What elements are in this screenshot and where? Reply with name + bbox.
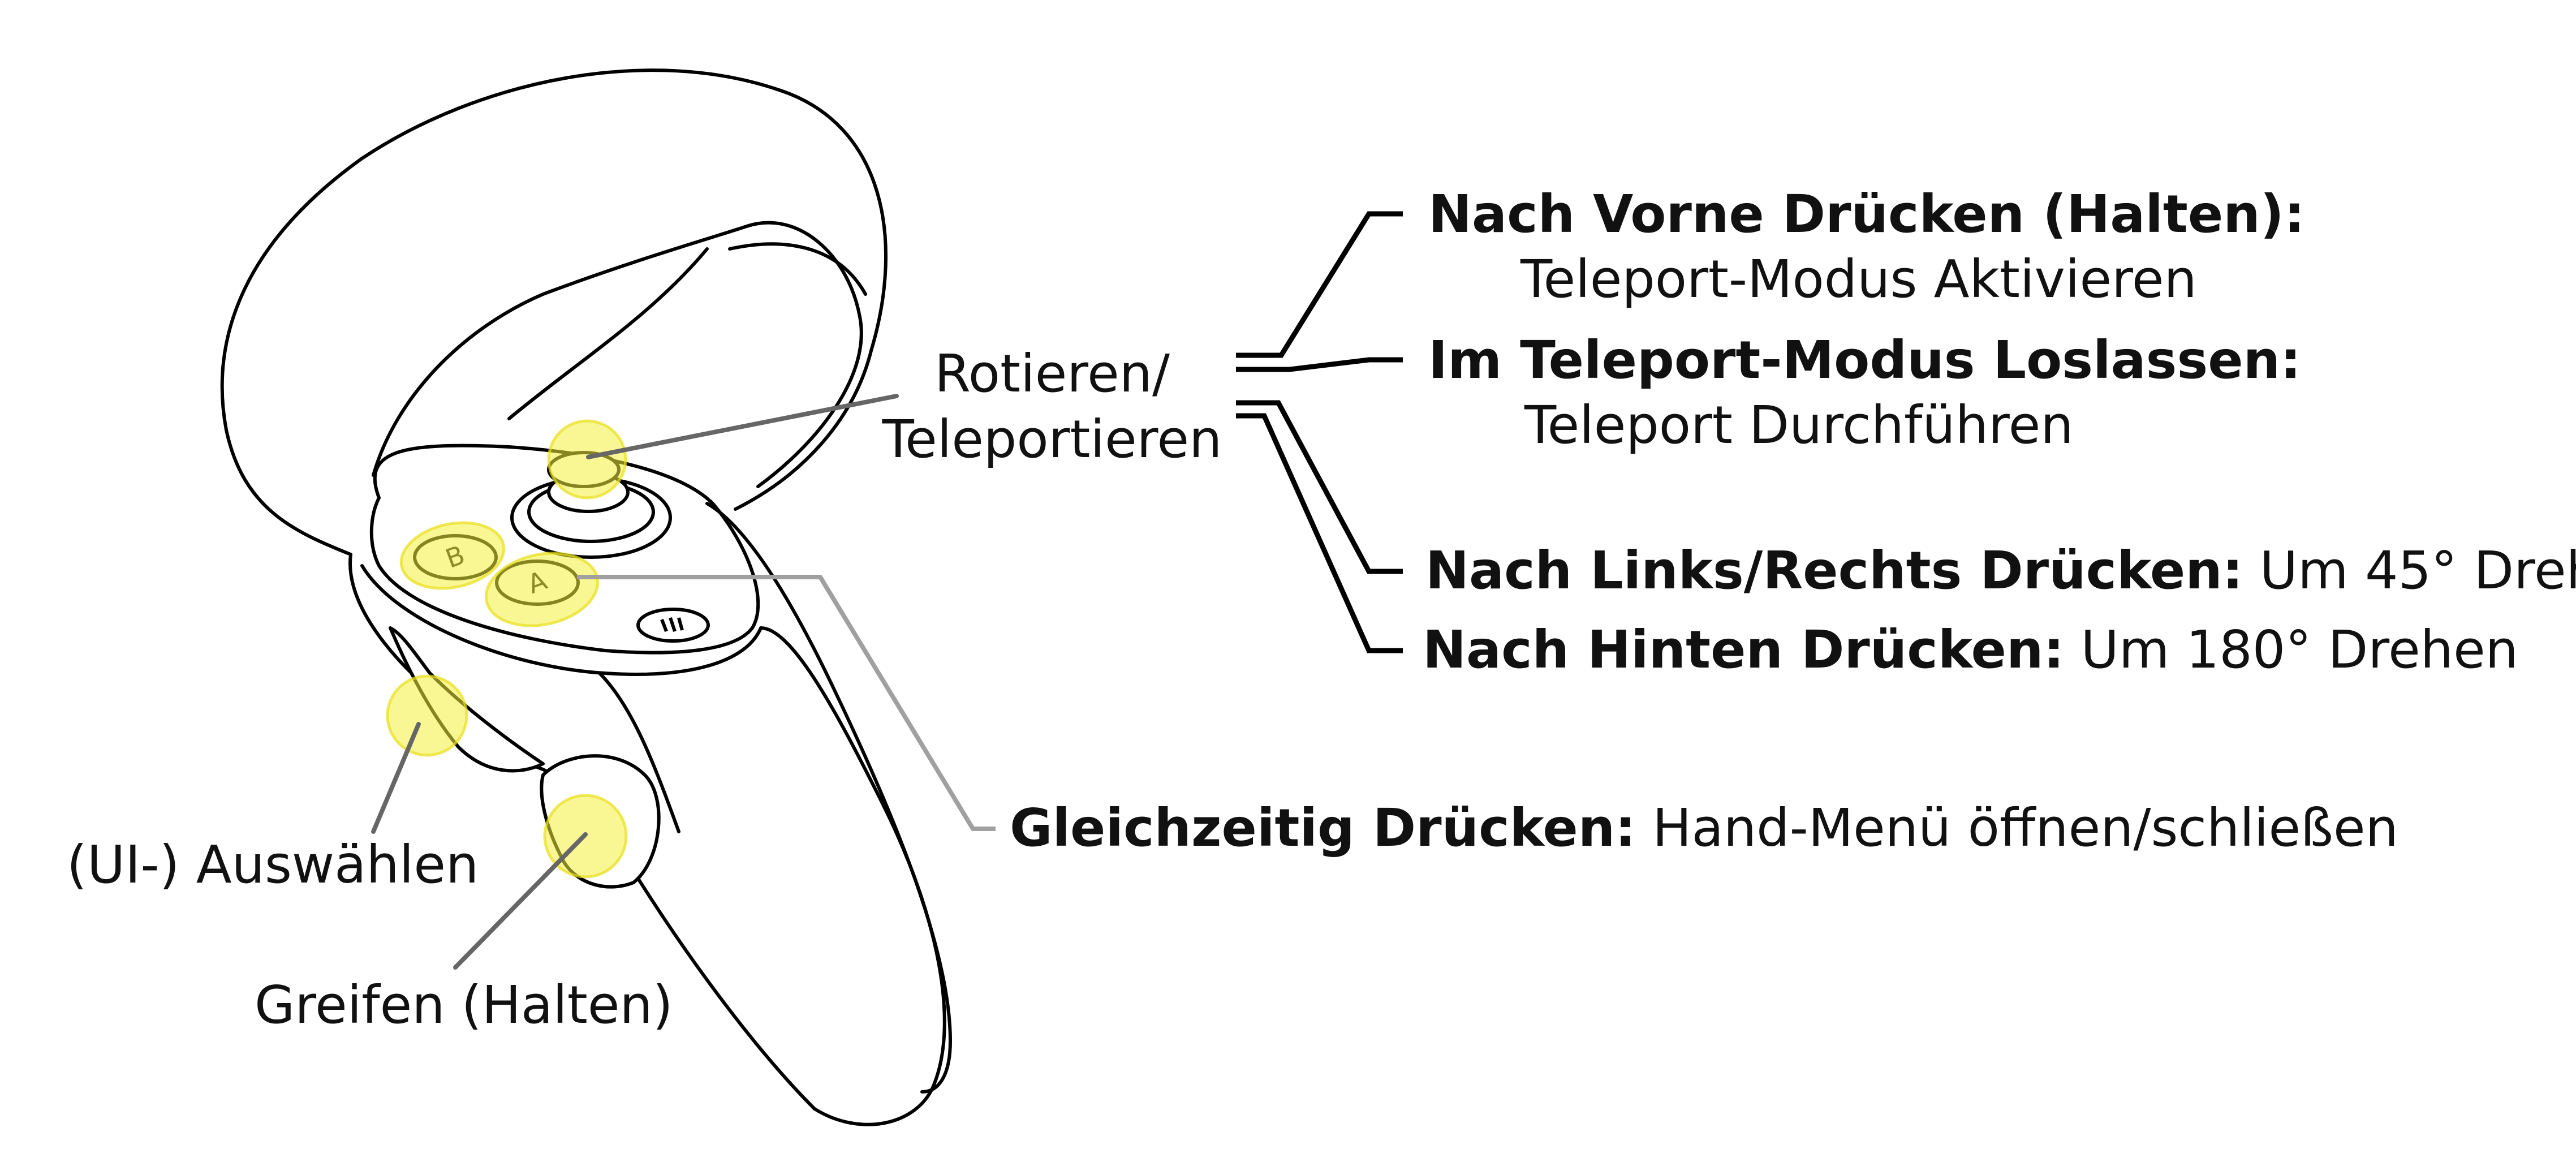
forward-sublabel: Teleport-Modus Aktivieren [1520,249,2197,309]
forward-label: Nach Vorne Drücken (Halten): [1428,184,2305,244]
direction-bracket [1236,211,1403,653]
highlights [386,419,628,879]
back-label-bold: Nach Hinten Drücken: [1423,619,2064,680]
menu-button-icon [660,617,684,632]
buttons-label-bold: Gleichzeitig Drücken: [1010,798,1636,858]
leftright-label-bold: Nach Links/Rechts Drücken: [1425,540,2243,601]
leftright-label: Nach Links/Rechts Drücken: Um 45° Drehen [1425,540,2576,601]
stick-label-line1: Rotieren/ [934,343,1170,404]
trigger-highlight [386,674,468,757]
release-label: Im Teleport-Modus Loslassen: [1428,330,2301,390]
bracket-release [1236,357,1403,372]
bracket-back [1236,413,1403,653]
tracking-ring-edge-2 [507,247,709,420]
stick-label-line2: Teleportieren [882,409,1222,470]
back-label: Nach Hinten Drücken: Um 180° Drehen [1423,619,2518,680]
handle-seam [598,672,680,833]
grip-label: Greifen (Halten) [255,975,673,1035]
stick-leader [586,394,899,459]
tracking-ring-inner [372,221,863,488]
face-plate-inner [360,564,763,676]
back-label-normal: Um 180° Drehen [2064,619,2518,680]
trigger-leader [371,722,421,834]
buttons-leader [577,575,996,831]
tracking-ring-outer [220,68,888,556]
handle-edge [705,502,952,1094]
release-sublabel: Teleport Durchführen [1524,395,2074,455]
bracket-forward [1236,211,1403,358]
trigger-label: (UI-) Auswählen [67,834,479,895]
bracket-leftright [1236,400,1403,574]
buttons-label: Gleichzeitig Drücken: Hand-Menü öffnen/s… [1010,798,2398,858]
buttons-label-normal: Hand-Menü öffnen/schließen [1636,798,2398,858]
thumbstick-highlight [547,419,627,500]
b-button-highlight [399,521,506,590]
grip-leader [453,832,588,970]
leftright-label-normal: Um 45° Drehen [2243,540,2576,601]
tracking-ring-edge [728,242,867,296]
